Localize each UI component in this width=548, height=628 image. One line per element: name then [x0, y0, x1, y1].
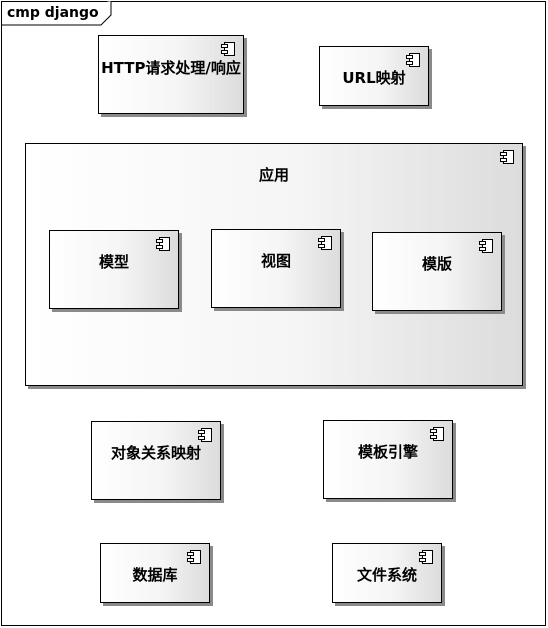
frame-title: cmp django [7, 5, 99, 21]
frame-tab: cmp django [1, 1, 113, 26]
component-label: 文件系统 [356, 566, 417, 584]
uml-component-icon [419, 550, 433, 564]
uml-component-icon [156, 237, 170, 251]
component-label: 模版 [421, 255, 452, 273]
component-model[interactable]: 模型 [49, 230, 179, 309]
component-label: HTTP请求处理/响应 [101, 59, 241, 77]
component-template-engine[interactable]: 模板引擎 [323, 420, 453, 499]
component-url-mapping[interactable]: URL映射 [319, 46, 429, 106]
component-view[interactable]: 视图 [211, 229, 341, 308]
component-label: 应用 [258, 166, 289, 184]
uml-component-icon [221, 42, 235, 56]
component-orm[interactable]: 对象关系映射 [91, 421, 221, 500]
uml-component-icon [406, 53, 420, 67]
component-file-system[interactable]: 文件系统 [332, 543, 442, 603]
component-label: URL映射 [342, 69, 406, 87]
uml-component-icon [187, 550, 201, 564]
uml-component-icon [430, 427, 444, 441]
component-http-handling[interactable]: HTTP请求处理/响应 [98, 35, 244, 114]
component-label: 对象关系映射 [110, 444, 201, 462]
uml-component-icon [479, 239, 493, 253]
component-template[interactable]: 模版 [372, 232, 502, 311]
uml-component-icon [198, 428, 212, 442]
component-database[interactable]: 数据库 [100, 543, 210, 603]
component-label: 数据库 [132, 566, 178, 584]
component-label: 模型 [98, 253, 129, 271]
component-label: 模板引擎 [357, 443, 418, 461]
component-label: 视图 [260, 252, 291, 270]
uml-component-icon [500, 150, 514, 164]
uml-component-icon [318, 236, 332, 250]
